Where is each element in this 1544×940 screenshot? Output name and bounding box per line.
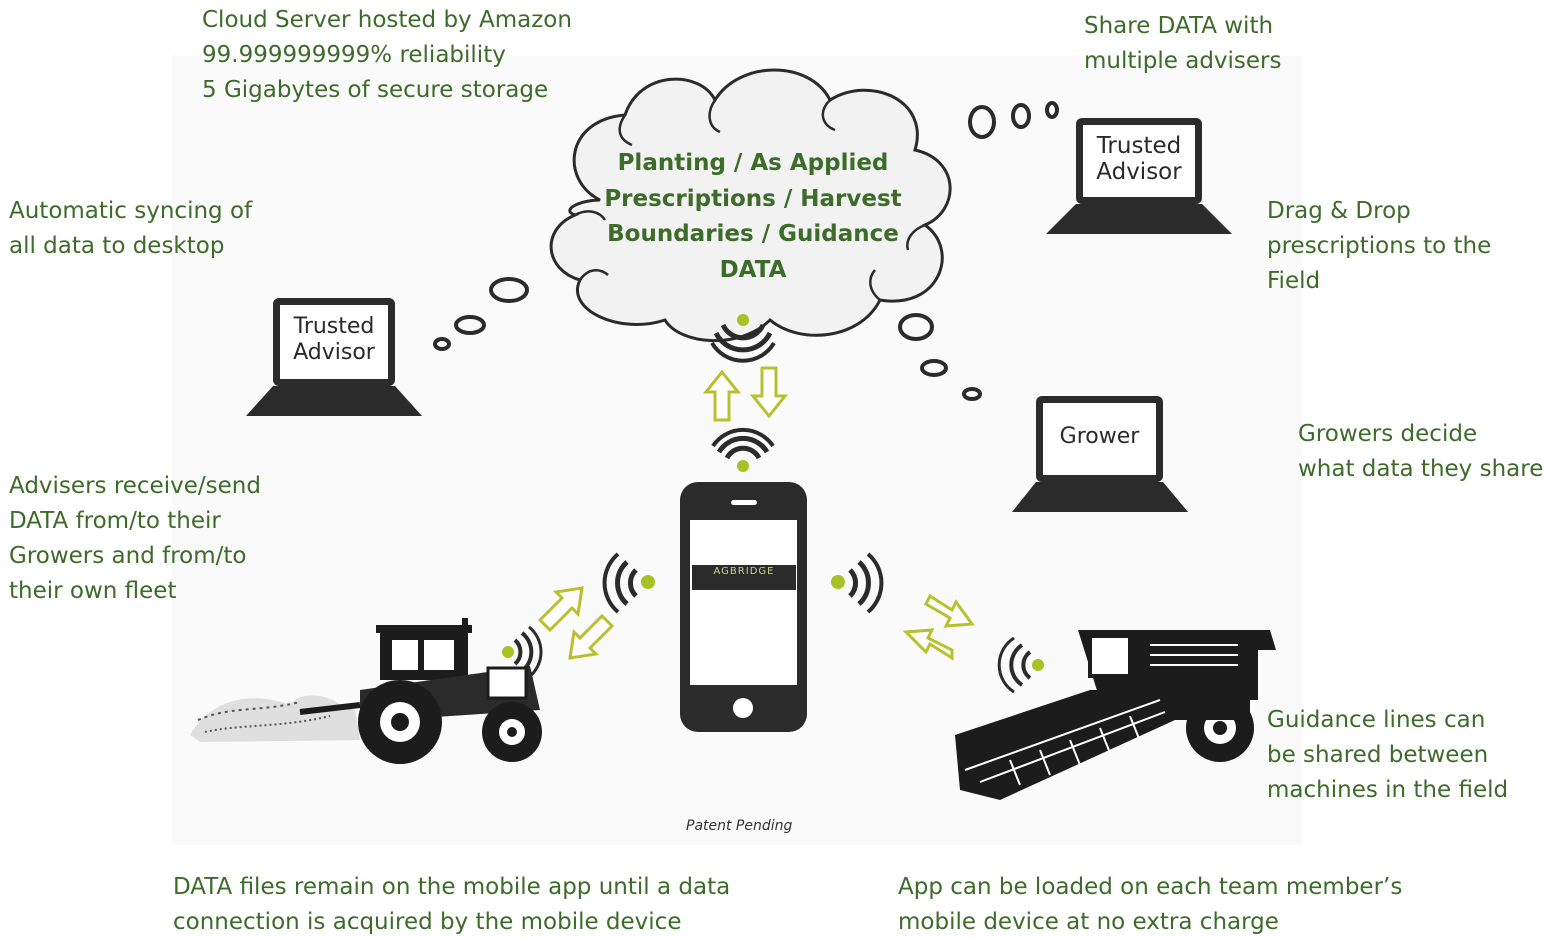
laptop-label-line: Advisor <box>293 340 375 365</box>
cloud-line: DATA <box>719 256 787 283</box>
wifi-signal-phone-left <box>602 552 655 614</box>
laptop-grower-label: Grower <box>1043 424 1156 450</box>
cloud-shape <box>549 68 952 343</box>
laptop-advisor-left-label: Trusted Advisor <box>280 314 388 366</box>
note-line: connection is acquired by the mobile dev… <box>173 909 682 935</box>
cloud-line: Prescriptions / Harvest <box>604 185 902 212</box>
arrows <box>537 366 975 661</box>
note-app-loaded: App can be loaded on each team member’s … <box>898 870 1402 940</box>
note-advisers: Advisers receive/send DATA from/to their… <box>9 469 261 609</box>
cloud-label: Planting / As Applied Prescriptions / Ha… <box>598 146 908 288</box>
laptop-advisor-top-label: Trusted Advisor <box>1083 133 1195 185</box>
note-line: DATA files remain on the mobile app unti… <box>173 874 731 900</box>
note-line: Share DATA with <box>1084 13 1274 39</box>
phone-brand-logo: AGBRIDGE <box>713 566 775 577</box>
arrow-to-phone-left <box>537 586 584 633</box>
note-line: Advisers receive/send <box>9 473 261 499</box>
note-line: mobile device at no extra charge <box>898 909 1279 935</box>
wifi-signal-phone-right <box>831 552 884 614</box>
smartphone <box>680 482 807 732</box>
arrow-from-phone-right <box>924 593 975 628</box>
wifi-signal-phone-top <box>711 427 775 472</box>
note-guidance: Guidance lines can be shared between mac… <box>1267 703 1508 808</box>
arrow-down <box>749 366 789 419</box>
note-auto-sync: Automatic syncing of all data to desktop <box>9 194 252 264</box>
laptop-advisor-top <box>1046 118 1232 234</box>
laptop-grower <box>1012 396 1188 512</box>
laptop-advisor-left <box>246 298 422 416</box>
note-line: what data they share <box>1298 456 1544 482</box>
thought-bubbles-right <box>898 313 982 401</box>
note-line: Field <box>1267 268 1321 294</box>
note-line: Guidance lines can <box>1267 707 1486 733</box>
note-drag-drop: Drag & Drop prescriptions to the Field <box>1267 194 1491 299</box>
arrow-up <box>702 369 742 422</box>
note-line: Growers decide <box>1298 421 1478 447</box>
cloud-line: Boundaries / Guidance <box>607 221 899 247</box>
note-line: 99.999999999% reliability <box>202 42 506 68</box>
note-line: Cloud Server hosted by Amazon <box>202 7 572 33</box>
wifi-signal-combine <box>997 636 1044 694</box>
note-line: Automatic syncing of <box>9 198 253 224</box>
patent-pending-label: Patent Pending <box>686 818 793 834</box>
thought-bubbles-top-right <box>968 101 1059 139</box>
combine-illustration <box>955 630 1276 800</box>
arrow-to-phone-right <box>902 628 954 661</box>
arrow-from-phone-left <box>568 613 615 660</box>
laptop-label-line: Advisor <box>1096 159 1182 185</box>
note-line: all data to desktop <box>9 233 225 259</box>
note-data-files: DATA files remain on the mobile app unti… <box>173 870 730 940</box>
cloud-line: Planting / As Applied <box>617 150 889 176</box>
thought-bubbles-left <box>433 277 529 351</box>
tractor-illustration <box>190 618 542 764</box>
note-line: their own fleet <box>9 578 177 604</box>
note-growers-decide: Growers decide what data they share <box>1298 417 1543 487</box>
note-line: Growers and from/to <box>9 543 247 569</box>
note-line: App can be loaded on each team member’s <box>898 874 1403 900</box>
note-line: machines in the field <box>1267 777 1509 803</box>
wifi-signal-cloud <box>710 314 776 363</box>
note-line: Drag & Drop <box>1267 198 1411 224</box>
note-line: multiple advisers <box>1084 48 1282 74</box>
laptop-label-line: Trusted <box>1096 133 1182 159</box>
note-line: prescriptions to the <box>1267 233 1492 259</box>
note-share-data: Share DATA with multiple advisers <box>1084 9 1282 79</box>
note-line: DATA from/to their <box>9 508 221 534</box>
note-line: be shared between <box>1267 742 1489 768</box>
note-cloud-server: Cloud Server hosted by Amazon 99.9999999… <box>202 3 572 108</box>
note-line: 5 Gigabytes of secure storage <box>202 77 549 103</box>
laptop-label-line: Trusted <box>293 314 375 339</box>
laptop-label-line: Grower <box>1059 424 1140 449</box>
